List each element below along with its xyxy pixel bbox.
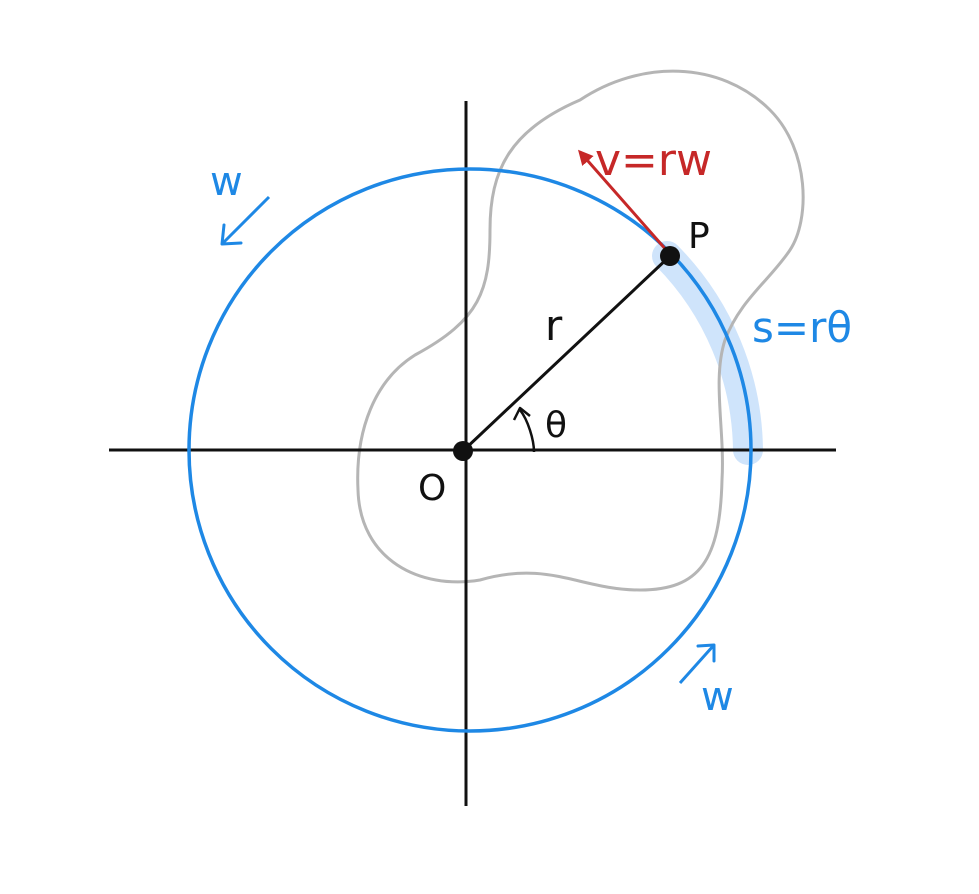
velocity-label: v=rw xyxy=(595,135,712,186)
omega-arrow-bottom-head xyxy=(696,643,716,663)
omega-arrow-top-head xyxy=(220,223,243,246)
point-p xyxy=(660,246,680,266)
origin-label: O xyxy=(418,468,446,509)
omega-label-bottom: w xyxy=(701,674,734,720)
omega-label-top: w xyxy=(210,159,243,205)
angle-arc xyxy=(518,409,536,453)
arc-length-label: s=rθ xyxy=(752,303,852,352)
radius-line xyxy=(462,254,672,452)
omega-arrow-bottom xyxy=(678,643,716,685)
rotation-circle xyxy=(187,167,753,733)
origin-point xyxy=(453,441,473,461)
velocity-arrow xyxy=(578,149,670,253)
radius-label: r xyxy=(545,301,563,350)
arc-length-highlight xyxy=(652,241,763,465)
angle-arc-head xyxy=(512,406,531,421)
omega-arrow-top xyxy=(220,195,271,246)
point-p-label: P xyxy=(688,216,710,257)
angle-label: θ xyxy=(545,405,567,446)
rigid-body-outline xyxy=(356,69,805,592)
